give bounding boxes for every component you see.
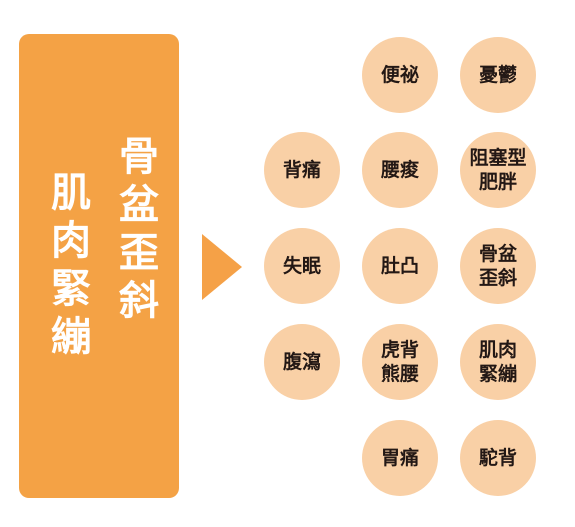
symptom-hunched-thick-waist: 虎背 熊腰 (362, 324, 438, 400)
cause-box (19, 34, 179, 498)
cause-char: 肉 (51, 218, 91, 264)
symptom-lower-back-ache: 腰痠 (362, 132, 438, 208)
symptom-depression: 憂鬱 (460, 37, 536, 113)
symptom-label: 背痛 (282, 159, 321, 181)
symptom-label: 駝背 (478, 447, 517, 469)
cause-char: 肌 (51, 170, 91, 216)
symptom-diarrhea: 腹瀉 (264, 324, 340, 400)
symptom-constipation: 便祕 (362, 37, 438, 113)
symptom-label: 肚凸 (380, 255, 419, 277)
symptom-label: 腰痠 (380, 159, 419, 181)
symptom-label: 緊繃 (478, 363, 517, 385)
symptom-pelvic-tilt: 骨盆 歪斜 (460, 228, 536, 304)
cause-char: 骨 (119, 134, 159, 180)
cause-char: 斜 (119, 278, 159, 324)
symptom-label: 歪斜 (478, 267, 517, 289)
symptom-label: 骨盆 (478, 243, 517, 265)
cause-label-muscle: 肌 肉 緊 繃 (49, 169, 93, 361)
cause-char: 歪 (119, 230, 159, 276)
symptom-insomnia: 失眠 (264, 228, 340, 304)
symptom-stomach-ache: 胃痛 (362, 420, 438, 496)
symptom-label: 熊腰 (380, 363, 419, 385)
symptom-label: 肌肉 (478, 339, 517, 361)
symptom-label: 阻塞型 (469, 147, 527, 169)
cause-char: 繃 (51, 314, 91, 360)
symptom-label: 肥胖 (478, 171, 517, 193)
symptom-label: 虎背 (380, 339, 419, 361)
cause-char: 盆 (119, 182, 159, 228)
symptom-protruding-belly: 肚凸 (362, 228, 438, 304)
symptom-label: 腹瀉 (282, 351, 321, 373)
symptom-back-pain: 背痛 (264, 132, 340, 208)
symptom-label: 失眠 (282, 255, 321, 277)
right-arrow-icon (202, 234, 242, 300)
symptom-obstructive-obesity: 阻塞型 肥胖 (460, 132, 536, 208)
cause-label-pelvis: 骨 盆 歪 斜 (117, 133, 161, 325)
symptom-label: 憂鬱 (478, 64, 517, 86)
symptom-hunchback: 駝背 (460, 420, 536, 496)
cause-char: 緊 (51, 266, 91, 312)
symptom-muscle-tension: 肌肉 緊繃 (460, 324, 536, 400)
symptom-label: 便祕 (380, 64, 419, 86)
symptom-label: 胃痛 (380, 447, 419, 469)
